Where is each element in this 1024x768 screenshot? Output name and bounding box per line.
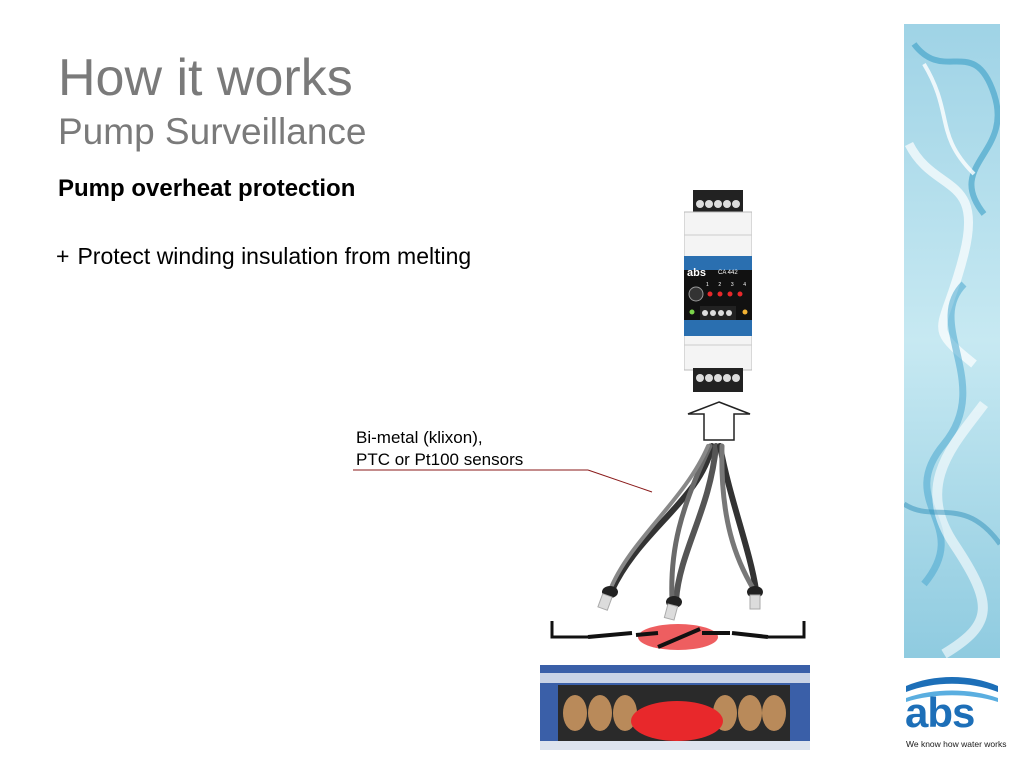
device-channel-labels: 1 2 3 4 bbox=[706, 282, 746, 288]
section-heading: Pump overheat protection bbox=[58, 175, 356, 202]
channel-label: 2 bbox=[718, 282, 722, 288]
water-texture-image bbox=[904, 24, 1000, 658]
sensor-cables-image bbox=[597, 443, 763, 621]
channel-label: 3 bbox=[730, 282, 734, 288]
callout-line-1: Bi-metal (klixon), bbox=[356, 428, 483, 447]
winding-illustration bbox=[540, 621, 810, 750]
abs-logo bbox=[906, 677, 998, 702]
callout-line-2: PTC or Pt100 sensors bbox=[356, 450, 524, 469]
device-model: CA 442 bbox=[718, 270, 738, 276]
relay-device-image: abs CA 442 1 2 3 4 bbox=[683, 190, 753, 392]
channel-label: 4 bbox=[743, 282, 746, 288]
slide-title: How it works bbox=[58, 49, 353, 107]
plus-bullet-mark: + bbox=[56, 243, 70, 269]
slide-subtitle: Pump Surveillance bbox=[58, 111, 367, 152]
logo-tagline: We know how water works bbox=[906, 739, 1007, 749]
logo-wordmark: abs bbox=[905, 689, 975, 736]
channel-label: 1 bbox=[706, 282, 709, 288]
callout-pointer-line bbox=[353, 469, 653, 493]
up-arrow-icon bbox=[687, 401, 751, 441]
device-brand: abs bbox=[687, 267, 706, 279]
bullet-text: Protect winding insulation from melting bbox=[77, 243, 472, 269]
bullet-item: + Protect winding insulation from melting bbox=[56, 243, 471, 270]
sensor-callout: Bi-metal (klixon), PTC or Pt100 sensors bbox=[356, 427, 523, 471]
